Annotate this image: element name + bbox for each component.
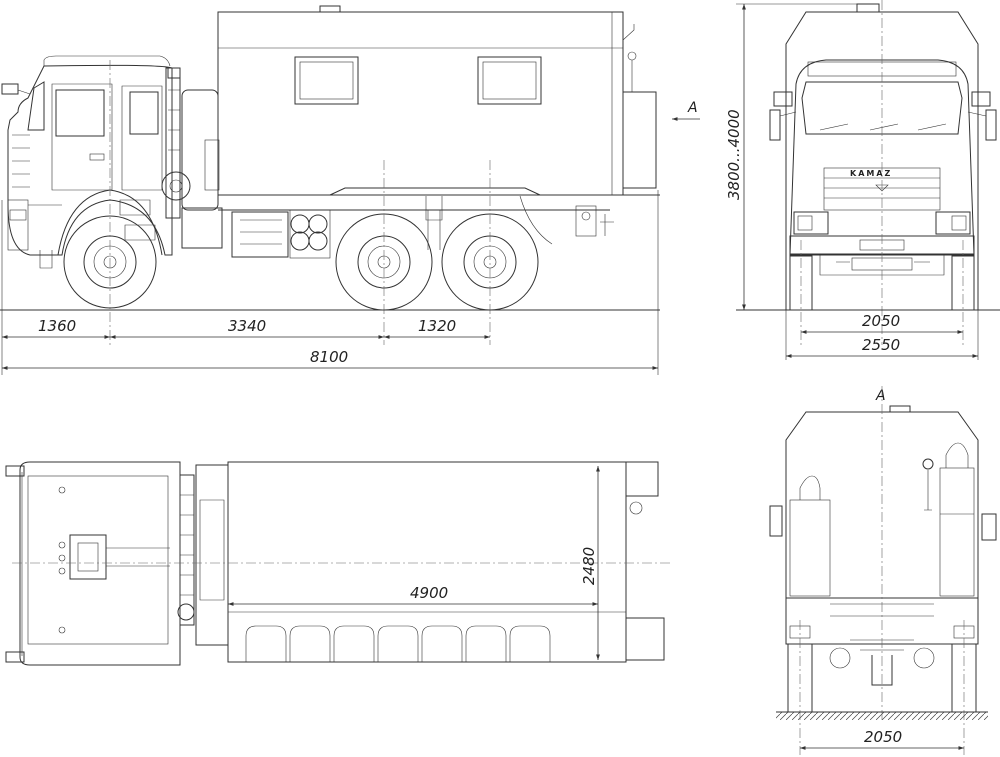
side-centerlines bbox=[109, 60, 491, 345]
cab-windshield bbox=[27, 81, 45, 131]
cargo-body bbox=[217, 5, 660, 211]
dim-body-width: 2480 bbox=[580, 547, 598, 585]
side-view: A 1360 3340 1320 8100 bbox=[0, 5, 700, 375]
dim-bogie-spacing: 1320 bbox=[418, 317, 456, 335]
ground-hatch bbox=[776, 712, 988, 720]
exhaust-and-spare bbox=[161, 67, 614, 259]
brand-badge: KAMAZ bbox=[850, 169, 892, 178]
dim-front-track: 2050 bbox=[862, 312, 900, 330]
cab-door-window bbox=[55, 89, 105, 137]
right-headlight bbox=[935, 211, 971, 235]
rear-view-title: A bbox=[875, 388, 886, 404]
roof-hatch bbox=[69, 534, 107, 580]
side-window-right bbox=[477, 56, 542, 105]
cab-rear-window bbox=[129, 91, 159, 135]
view-arrow-label: A bbox=[687, 100, 698, 116]
dim-wheelbase: 3340 bbox=[228, 317, 266, 335]
cab bbox=[1, 55, 173, 269]
dim-rear-track: 2050 bbox=[864, 728, 902, 746]
cargo-body-plan bbox=[227, 461, 627, 663]
right-mirror bbox=[985, 109, 997, 141]
rear-door-left bbox=[789, 499, 831, 597]
dim-overall-width: 2550 bbox=[862, 336, 900, 354]
side-dimension-lines bbox=[1, 190, 659, 375]
rear-view: A 2050 bbox=[769, 386, 997, 755]
left-headlight bbox=[793, 211, 829, 235]
side-window-left bbox=[294, 56, 359, 105]
left-mirror bbox=[769, 109, 781, 141]
dim-overall-height: 3800...4000 bbox=[725, 109, 743, 200]
top-view: 4900 2480 bbox=[5, 461, 672, 666]
dim-body-length: 4900 bbox=[410, 584, 448, 602]
front-view: KAMAZ 3800...4000 2050 2550 bbox=[725, 0, 1000, 360]
view-direction-arrow: A bbox=[672, 100, 700, 121]
dim-overall-length: 8100 bbox=[310, 348, 348, 366]
dim-front-overhang: 1360 bbox=[38, 317, 76, 335]
rear-door-right bbox=[939, 467, 975, 597]
